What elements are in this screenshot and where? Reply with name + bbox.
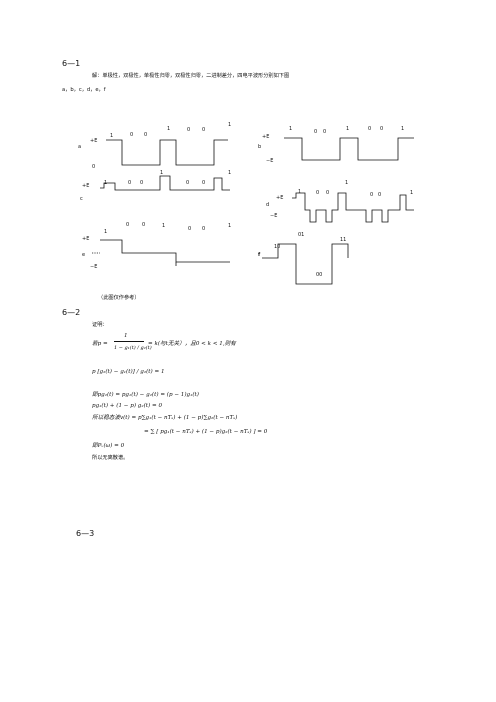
svg-text:1: 1: [298, 189, 301, 195]
svg-text:1: 1: [110, 133, 113, 139]
label-d-hi: +E: [276, 195, 283, 201]
svg-text:0: 0: [380, 126, 383, 132]
svg-text:0: 0: [202, 180, 205, 186]
symbol-10: 10: [274, 244, 280, 250]
eq6: = ∑ [ pg₁(t − nTₛ) + (1 − p)g₂(t − nTₛ) …: [144, 429, 268, 435]
eq1-frac-bar: [114, 341, 144, 342]
figure-caption: （此图仅作参考）: [98, 295, 140, 301]
svg-text:0: 0: [316, 190, 319, 196]
svg-text:1: 1: [160, 170, 163, 176]
svg-text:0: 0: [368, 126, 371, 132]
label-b-lo: −E: [266, 158, 273, 164]
svg-text:0: 0: [202, 127, 205, 133]
label-c: c: [80, 196, 83, 202]
svg-text:0: 0: [187, 127, 190, 133]
label-e-lo: −E: [90, 264, 97, 270]
svg-text:1: 1: [162, 223, 165, 229]
svg-text:0: 0: [188, 226, 191, 232]
svg-text:0: 0: [142, 222, 145, 228]
symbol-00: 00: [316, 272, 322, 278]
svg-text:1: 1: [167, 126, 170, 132]
svg-text:1: 1: [228, 170, 231, 176]
svg-text:1: 1: [289, 126, 292, 132]
label-c-hi: +E: [82, 183, 89, 189]
label-d: d: [266, 202, 269, 208]
svg-text:1: 1: [401, 126, 404, 132]
svg-text:0: 0: [144, 132, 147, 138]
eq1-suffix: = k(与t无关），且0 < k < 1,则有: [148, 341, 236, 347]
eq3: 即pg₂(t) = pg₁(t) − g₂(t) = (p − 1)g₁(t): [92, 392, 199, 398]
label-a-lo: 0: [92, 164, 95, 170]
eq7: 即Pᵥ(ω) = 0: [92, 443, 125, 449]
svg-text:0: 0: [314, 129, 317, 135]
waveform-a: [106, 139, 228, 166]
label-f: f: [258, 252, 261, 258]
svg-text:0: 0: [126, 222, 129, 228]
waveform-c: [100, 175, 230, 191]
svg-text:1: 1: [104, 229, 107, 235]
section-6-1-intro-line1: 解：单极性，双极性，单极性归零，双极性归零，二进制差分，四电平波形分别如下图: [92, 73, 290, 79]
proof-label: 证明：: [92, 322, 108, 328]
svg-text:1: 1: [410, 190, 413, 196]
eq1-frac-den: 1 − g₁(t) / g₂(t): [114, 345, 152, 351]
svg-text:0: 0: [323, 129, 326, 135]
section-6-1-intro-line2: a，b，c，d，e，f: [62, 87, 106, 93]
label-d-lo: −E: [270, 213, 277, 219]
symbol-11: 11: [340, 237, 346, 243]
svg-text:0: 0: [130, 132, 133, 138]
eq1-prefix: 若p =: [92, 341, 108, 347]
label-a: a: [78, 144, 81, 150]
section-6-1-heading: 6—1: [62, 59, 81, 68]
eq4: pg₁(t) + (1 − p) g₂(t) = 0: [92, 403, 163, 409]
waveform-b: [284, 137, 414, 161]
svg-text:1: 1: [346, 126, 349, 132]
svg-text:0: 0: [326, 190, 329, 196]
svg-text:1: 1: [228, 223, 231, 229]
svg-text:1: 1: [345, 180, 348, 186]
svg-text:0: 0: [202, 226, 205, 232]
label-b-hi: +E: [262, 134, 269, 140]
svg-text:1: 1: [104, 180, 107, 186]
eq2: p [g₂(t) − g₁(t)] / g₂(t) = 1: [92, 369, 165, 375]
section-6-2-heading: 6—2: [62, 308, 81, 317]
section-6-3-heading: 6—3: [76, 529, 95, 538]
svg-text:0: 0: [378, 192, 381, 198]
waveform-e: [100, 239, 230, 263]
svg-text:1: 1: [228, 122, 231, 128]
svg-text:0: 0: [140, 180, 143, 186]
label-e-hi: +E: [82, 236, 89, 242]
waveform-f: [262, 243, 349, 285]
label-b: b: [258, 144, 261, 150]
svg-text:0: 0: [186, 180, 189, 186]
label-a-hi: +E: [90, 138, 97, 144]
label-e: e: [82, 252, 85, 258]
eq1-frac-num: 1: [124, 333, 128, 339]
svg-text:0: 0: [370, 192, 373, 198]
eq5: 所以稳态波v(t) = p∑g₁(t − nTₛ) + (1 − p)∑g₂(t…: [92, 415, 238, 421]
symbol-01: 01: [298, 232, 304, 238]
waveform-d: [292, 192, 414, 223]
svg-text:0: 0: [128, 180, 131, 186]
eq8: 所以无离散谱。: [92, 455, 129, 461]
